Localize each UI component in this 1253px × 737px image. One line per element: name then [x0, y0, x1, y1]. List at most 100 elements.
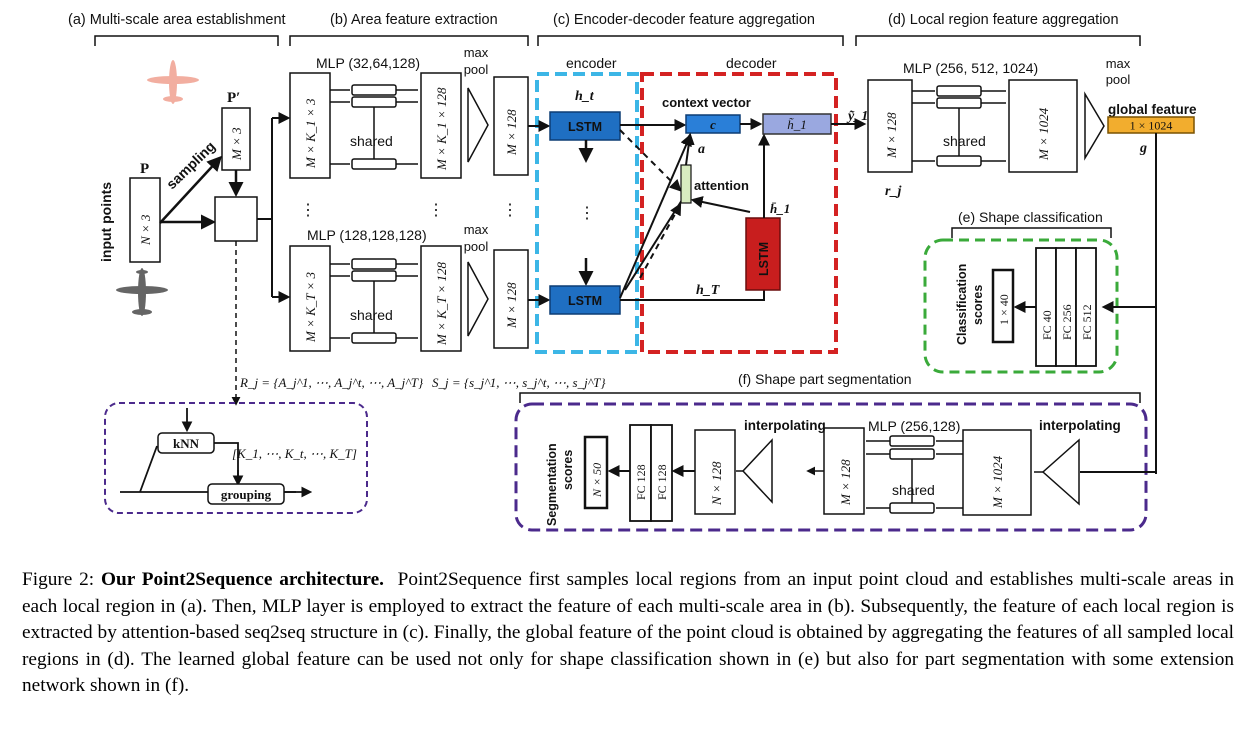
decoder-box: [640, 72, 838, 354]
input-top-box: [289, 72, 331, 179]
output-bottom-dims: M × K_T × 128: [434, 261, 449, 346]
bracket-d: [855, 35, 1141, 46]
bracket-a: [94, 35, 279, 46]
stage-b-title: (b) Area feature extraction: [330, 12, 498, 28]
attn-to-c-arrow: [682, 132, 695, 166]
fc-cls-3: FC 512: [1080, 304, 1094, 340]
rj-box: [867, 79, 913, 173]
ellipsis-c: ⋮: [579, 205, 595, 222]
caption-prefix: Figure 2:: [22, 569, 101, 590]
mlp-bottom-label: MLP (128,128,128): [307, 227, 427, 243]
bracket-e: [951, 227, 1112, 238]
fc-seg-2: FC 128: [655, 464, 669, 500]
h-T-line: [620, 290, 765, 301]
stage-c-title: (c) Encoder-decoder feature aggregation: [553, 12, 815, 28]
mlp-top-label: MLP (32,64,128): [316, 55, 420, 71]
rj-label: r_j: [885, 184, 901, 199]
seg-n128-box: [694, 429, 736, 515]
encoder-lstm-top-label: LSTM: [568, 120, 602, 134]
interpolating-left: interpolating: [744, 418, 826, 433]
segmentation-box: [514, 402, 1148, 532]
output-top-box: [420, 72, 462, 179]
branch-lines: [257, 118, 273, 297]
k-set-label: [K_1, ⋯, K_t, ⋯, K_T]: [232, 446, 357, 461]
fc-seg-stack: [629, 424, 673, 522]
cls-scores-dims: 1 × 40: [997, 294, 1011, 325]
fc-cls-2: FC 256: [1060, 304, 1074, 340]
section-f: (f) Shape part segmentation interpolatin…: [514, 371, 1156, 532]
input-bottom-box: [289, 245, 331, 352]
mlp-f-arrows: [866, 440, 963, 509]
lstm-bottom-to-c: [619, 133, 692, 299]
ellipsis-b2: ⋮: [428, 202, 444, 219]
dlstm-to-attn-arrow: [690, 196, 751, 213]
a-label: a: [698, 142, 705, 157]
seg-scores-dims: N × 50: [590, 463, 604, 498]
maxpool-top-label-2: pool: [464, 62, 489, 77]
encoder-lstm-bottom-label: LSTM: [568, 294, 602, 308]
p-box: [129, 177, 161, 263]
fc-cls-stack: [1035, 247, 1097, 367]
maxpool-bottom-triangle: [467, 261, 489, 337]
seg-big-dims: M × 1024: [990, 455, 1005, 509]
p-prime-dims: M × 3: [229, 127, 244, 161]
cls-scores-box: [991, 268, 1015, 344]
maxpool-d-triangle: [1084, 91, 1105, 161]
section-d: MLP (256, 512, 1024) M × 128 r_j shared …: [867, 56, 1197, 474]
seg-m128-dims: M × 128: [838, 459, 853, 506]
grouping-box: [207, 483, 285, 505]
mlp-d-label: MLP (256, 512, 1024): [903, 60, 1038, 76]
bracket-b: [289, 35, 529, 46]
global-feature-dims: 1 × 1024: [1130, 119, 1173, 133]
maxpool-bottom-label-2: pool: [464, 239, 489, 254]
pooled-top-box: [493, 76, 529, 176]
g-label: g: [1139, 141, 1147, 156]
figure-caption: Figure 2: Our Point2Sequence architectur…: [22, 567, 1234, 700]
interp-left-triangle: [741, 438, 773, 504]
section-b: MLP (32,64,128) MLP (128,128,128) M × K_…: [289, 45, 606, 390]
seg-scores-label-2: scores: [561, 450, 575, 490]
input-points-label: input points: [98, 182, 114, 262]
interpolating-right: interpolating: [1039, 418, 1121, 433]
lstm-top-to-attn: [624, 199, 683, 291]
mlp-top-bars: [351, 84, 397, 170]
mlp-f-bars: [889, 435, 935, 514]
grouping-label: grouping: [221, 487, 272, 502]
mlp-d-bars: [936, 85, 982, 167]
seg-scores-label-1: Segmentation: [545, 443, 559, 526]
cls-scores-label-2: scores: [971, 285, 985, 325]
fc-cls-1: FC 40: [1040, 310, 1054, 340]
stage-d-title: (d) Local region feature aggregation: [888, 12, 1119, 28]
shared-bottom-label: shared: [350, 307, 393, 323]
ellipsis-b3: ⋮: [502, 202, 518, 219]
output-top-dims: M × K_1 × 128: [434, 87, 449, 171]
architecture-diagram: (a) Multi-scale area establishment (b) A…: [68, 12, 1197, 532]
h-t-label: h_t: [575, 89, 595, 104]
stage-a-title: (a) Multi-scale area establishment: [68, 12, 286, 28]
h1-tilde-label: h̃_1: [787, 117, 807, 132]
encoder-label: encoder: [566, 55, 617, 71]
stage-f-title: (f) Shape part segmentation: [738, 371, 912, 387]
mlp-d-arrows: [912, 90, 1006, 162]
bracket-f: [519, 392, 1141, 403]
shared-top-label: shared: [350, 133, 393, 149]
airplane-input-icon: [116, 268, 168, 316]
input-top-dims: M × K_1 × 3: [303, 98, 318, 169]
maxpool-top-label-1: max: [464, 45, 489, 60]
stage-e-title: (e) Shape classification: [958, 209, 1103, 225]
output-bottom-box: [420, 245, 462, 352]
encoder-lstm-bottom: [549, 285, 621, 315]
knn-label: kNN: [173, 436, 200, 451]
seg-m128-box: [823, 427, 865, 515]
maxpool-d-label-1: max: [1106, 56, 1131, 71]
stage-headers: (a) Multi-scale area establishment (b) A…: [68, 12, 1141, 46]
p-prime-label: P′: [227, 90, 240, 106]
mlp-d-out-dims: M × 1024: [1036, 107, 1051, 161]
mlp-f-label: MLP (256,128): [868, 418, 960, 434]
attention-label: attention: [694, 178, 749, 193]
section-a: input points P N × 3 sampling P′ M × 3 R…: [98, 60, 424, 514]
mlp-top-arrows: [330, 89, 418, 165]
interp-right-triangle: [1041, 438, 1080, 506]
p-prime-box: [221, 107, 251, 171]
lstm-bottom-to-attn-dashed: [639, 202, 682, 279]
